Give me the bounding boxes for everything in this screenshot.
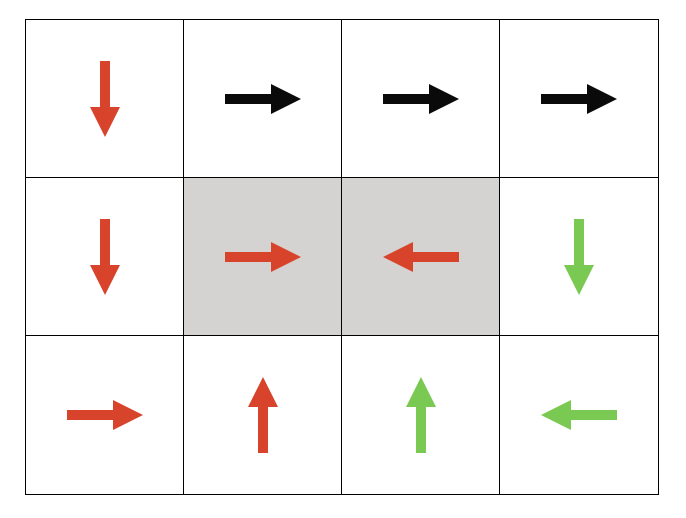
grid-cell [342,336,500,494]
arrow-down-icon [89,60,120,137]
grid-cell [500,336,658,494]
arrow-down-icon [564,218,594,295]
arrow-right-icon [382,83,459,114]
arrow-down-icon [89,218,120,295]
arrow-left-icon [541,400,617,430]
arrow-right-icon [224,83,301,114]
grid-cell [184,20,342,178]
grid-cell [26,336,184,494]
arrow-right-icon [541,83,617,114]
arrow-right-icon [66,400,143,430]
grid-cell [26,178,184,336]
grid-cell [184,178,342,336]
grid-cell [500,178,658,336]
arrow-left-icon [382,241,459,272]
grid-cell [26,20,184,178]
grid-cell [342,178,500,336]
grid-cell [342,20,500,178]
grid-cell [184,336,342,494]
arrow-up-icon [247,377,278,453]
grid-cell [500,20,658,178]
arrow-right-icon [224,241,301,272]
policy-grid [25,19,659,495]
arrow-up-icon [405,377,436,453]
